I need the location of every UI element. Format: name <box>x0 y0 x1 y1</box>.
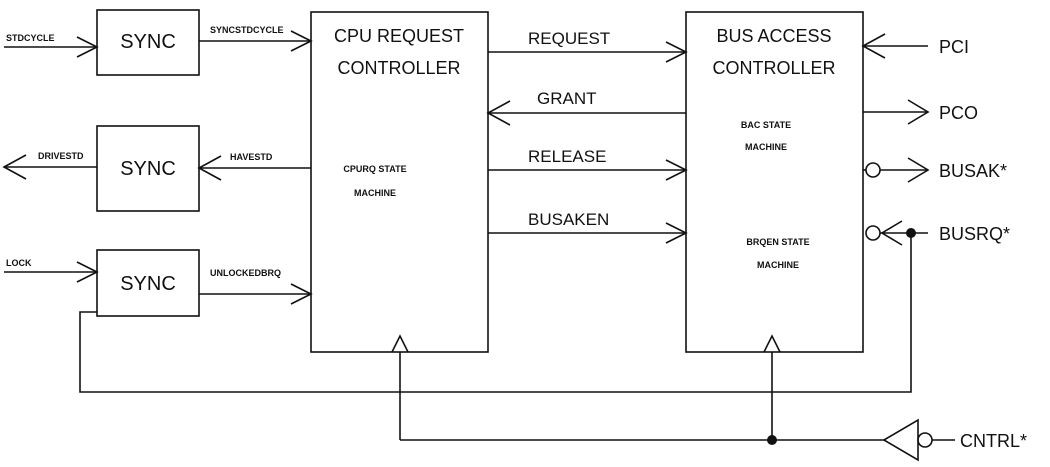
brqen-state-machine-line2: MACHINE <box>757 260 799 270</box>
bus-access-controller-block <box>685 11 864 353</box>
cntrl-inversion-bubble <box>917 432 933 448</box>
havestd-arrowhead <box>197 155 222 181</box>
unlockedbrq-label: UNLOCKEDBRQ <box>210 268 281 278</box>
bac-clock-input-triangle <box>763 334 781 353</box>
busak-arrowhead <box>907 157 930 183</box>
drivestd-arrowhead <box>2 154 27 180</box>
sync-block-3 <box>96 249 200 317</box>
request-label: REQUEST <box>528 29 610 48</box>
pco-arrowhead <box>907 99 930 125</box>
syncstdcycle-label: SYNCSTDCYCLE <box>210 25 284 35</box>
brqen-state-machine-line1: BRQEN STATE <box>746 237 809 247</box>
pci-arrowhead <box>861 33 886 59</box>
sync-label-2: SYNC <box>120 158 176 180</box>
grant-arrowhead <box>486 100 511 126</box>
cpu-controller-title-line2: CONTROLLER <box>337 58 460 78</box>
havestd-label: HAVESTD <box>230 152 273 162</box>
unlockedbrq-arrowhead <box>290 283 313 305</box>
busrq-feedback-wire <box>79 233 912 393</box>
cpu-controller-title-line1: CPU REQUEST <box>334 26 464 46</box>
bac-state-machine-line1: BAC STATE <box>741 120 791 130</box>
release-arrowhead <box>665 159 688 181</box>
cntrl-label: CNTRL* <box>960 431 1027 451</box>
busrq-label: BUSRQ* <box>939 224 1010 244</box>
stdcycle-label: STDCYCLE <box>6 33 55 43</box>
cpurq-state-machine-line1: CPURQ STATE <box>343 164 406 174</box>
syncstdcycle-arrowhead <box>290 30 313 52</box>
sync-label-3: SYNC <box>120 273 176 295</box>
pci-label: PCI <box>939 37 969 57</box>
sync-label-1: SYNC <box>120 31 176 53</box>
sync-block-2 <box>96 125 200 212</box>
lock-arrowhead <box>76 261 99 283</box>
cpu-request-controller-block <box>310 11 489 353</box>
busaken-arrowhead <box>665 222 688 244</box>
stdcycle-arrowhead <box>76 36 99 58</box>
bac-title-line2: CONTROLLER <box>712 58 835 78</box>
busak-label: BUSAK* <box>939 161 1007 181</box>
cpu-clock-input-triangle <box>391 334 409 353</box>
bac-title-line1: BUS ACCESS <box>716 26 831 46</box>
sync-block-1 <box>96 9 200 76</box>
drivestd-label: DRIVESTD <box>38 151 84 161</box>
bac-state-machine-line2: MACHINE <box>745 142 787 152</box>
cntrl-buffer-triangle <box>882 418 919 462</box>
request-arrowhead <box>665 41 688 63</box>
busak-inversion-bubble <box>865 162 881 178</box>
release-label: RELEASE <box>528 147 606 166</box>
busrq-inversion-bubble <box>865 225 881 241</box>
pco-label: PCO <box>939 103 978 123</box>
grant-label: GRANT <box>537 89 597 108</box>
lock-label: LOCK <box>6 258 32 268</box>
busaken-label: BUSAKEN <box>528 210 609 229</box>
clock-junction-dot <box>767 435 777 445</box>
cpurq-state-machine-line2: MACHINE <box>354 188 396 198</box>
